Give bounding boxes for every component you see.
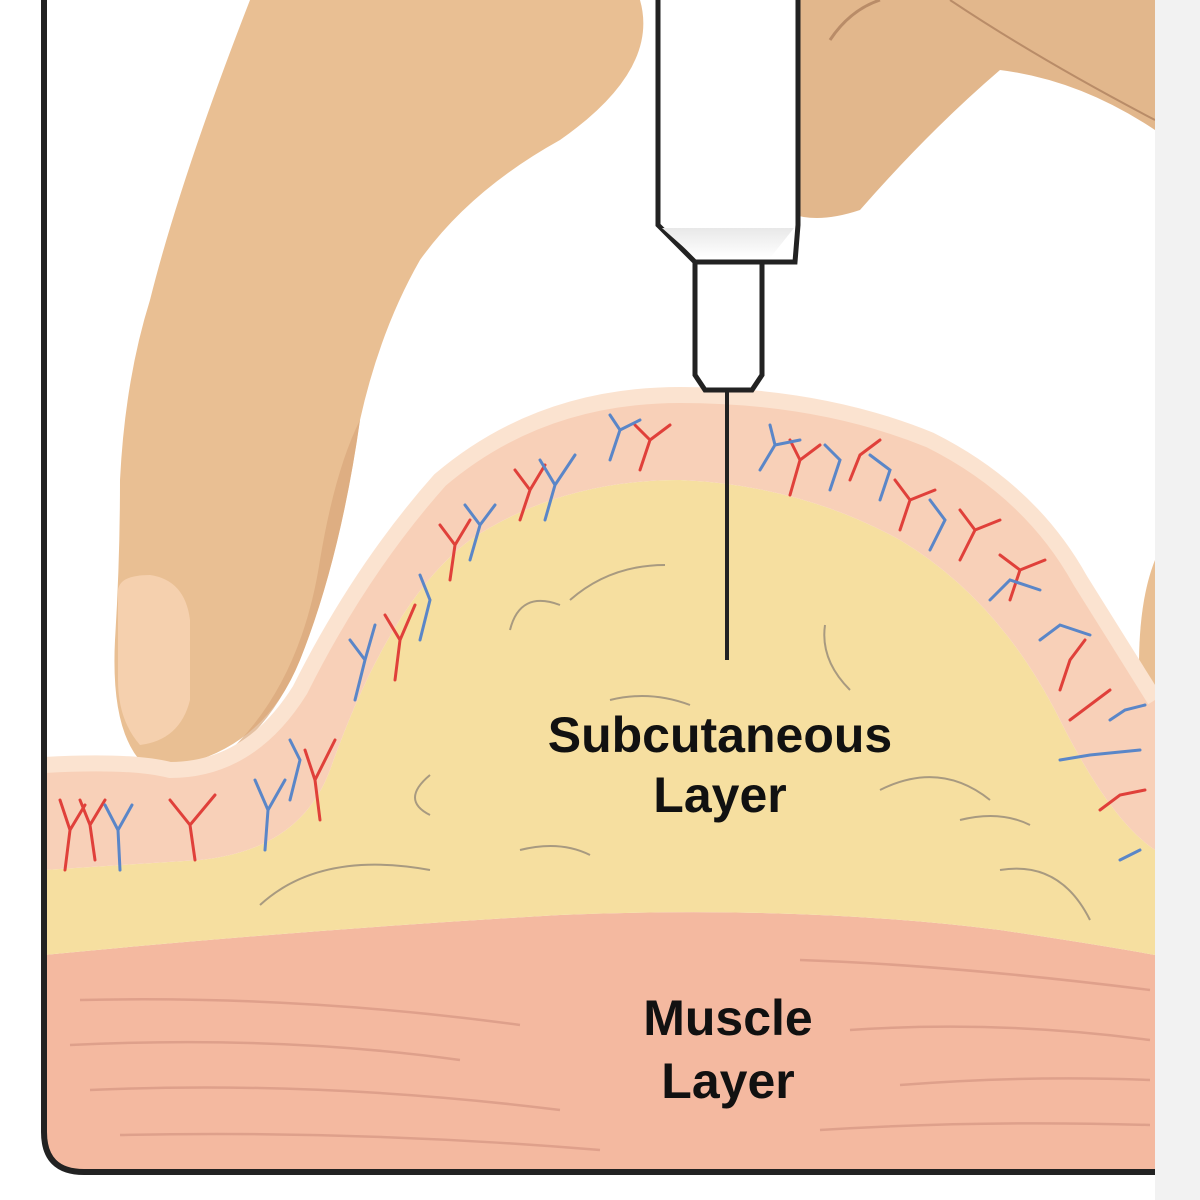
subcutaneous-label-line1: Subcutaneous <box>548 707 892 763</box>
subcutaneous-label-line2: Layer <box>653 767 786 823</box>
dermis-layer <box>44 395 1155 870</box>
syringe-barrel <box>655 0 801 265</box>
diagram-frame <box>41 0 1155 1175</box>
fat-tissue-strands <box>259 564 1091 921</box>
hand-index-finger <box>114 0 644 770</box>
muscle-label-line1: Muscle <box>643 990 813 1046</box>
hand-palm <box>770 0 1155 218</box>
fingernail <box>118 575 190 745</box>
syringe-hub <box>692 259 765 393</box>
syringe <box>655 0 801 660</box>
page-margin <box>1155 0 1200 1200</box>
muscle-layer <box>44 912 1155 1172</box>
subcutaneous-layer <box>44 480 1155 955</box>
hand-illustration <box>114 0 1155 770</box>
muscle-label-line2: Layer <box>661 1053 794 1109</box>
blood-vessels <box>58 413 1147 872</box>
muscle-fibers <box>69 958 1151 1152</box>
epidermis-outline <box>44 386 1155 779</box>
